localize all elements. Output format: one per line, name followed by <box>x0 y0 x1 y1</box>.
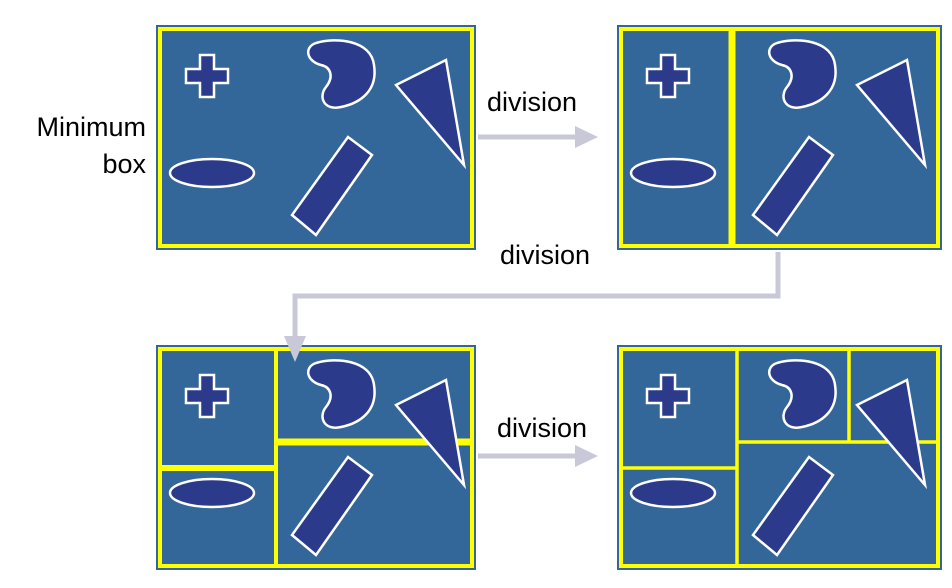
arrowhead-icon <box>284 336 306 362</box>
minimum-box-label-line2: box <box>102 149 146 179</box>
arrow-2 <box>284 252 781 362</box>
box-border <box>619 347 940 568</box>
box-border <box>619 27 940 248</box>
panel-2 <box>617 25 942 250</box>
division-label-2: division <box>500 240 590 270</box>
minimum-box-label-line1: Minimum <box>36 112 146 142</box>
panel-3 <box>156 345 476 570</box>
division-label-1: division <box>487 87 577 117</box>
arrow-1 <box>478 126 598 148</box>
panel-1 <box>156 25 476 250</box>
panel-4 <box>617 345 942 570</box>
ellipse-icon <box>629 477 717 509</box>
ellipse-icon <box>629 157 717 189</box>
ellipse-icon <box>168 157 256 189</box>
arrowhead-icon <box>575 126 598 148</box>
box-border <box>158 347 474 568</box>
minimum-box-border <box>158 27 474 248</box>
ellipse-icon <box>168 477 256 509</box>
arrow-3 <box>478 445 598 467</box>
division-label-3: division <box>497 413 587 443</box>
arrowhead-icon <box>575 445 598 467</box>
